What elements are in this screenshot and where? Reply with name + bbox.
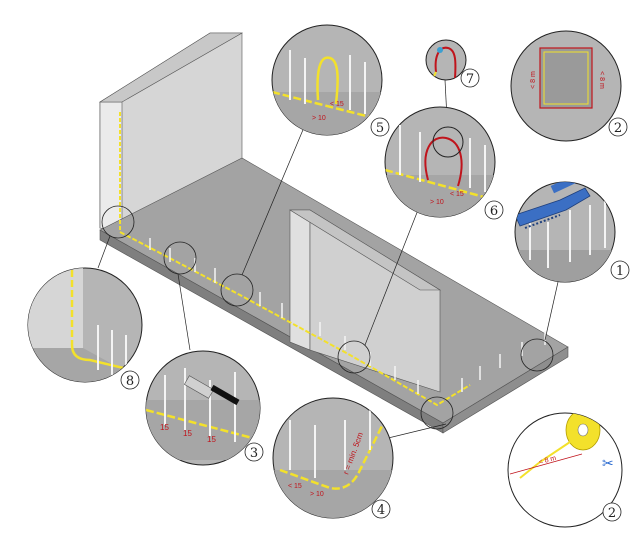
- callout-4-number: 4: [377, 503, 385, 518]
- hammer-dim-2: 15: [183, 429, 192, 438]
- detail-1: [514, 181, 616, 283]
- detail-3: 15 15 15: [145, 350, 261, 466]
- callout-1-number: 1: [616, 264, 624, 279]
- detail-2a: < 8 m < 8 m: [510, 30, 622, 142]
- connector-dim-1: < 15: [450, 191, 464, 198]
- callout-5-number: 5: [376, 121, 384, 136]
- loop-dim-1: < 15: [330, 101, 344, 108]
- main-scene: [97, 32, 569, 441]
- detail-6: < 15 > 10: [384, 106, 496, 218]
- hammer-dim-3: 15: [207, 435, 216, 444]
- callout-2a-number: 2: [614, 121, 622, 136]
- tool-icon: [515, 187, 591, 227]
- front-wall-top: [288, 209, 442, 291]
- hammer-dim-1: 15: [160, 423, 169, 432]
- callout-7-number: 7: [466, 72, 474, 87]
- detail-7: [425, 39, 467, 81]
- plan-dim-left: < 8 m: [530, 71, 537, 89]
- callout-3-number: 3: [250, 446, 258, 461]
- scissors-icon: ✂: [602, 455, 614, 471]
- callout-8-number: 8: [126, 374, 134, 389]
- back-wall-side: [99, 101, 123, 233]
- detail-5: < 15 > 10: [271, 24, 383, 136]
- plan-dim-right: < 8 m: [598, 71, 605, 89]
- corner-dim-2: > 10: [310, 491, 324, 498]
- callout-6-number: 6: [490, 204, 498, 219]
- detail-2b: < 8 m ✂: [507, 412, 623, 528]
- slab-right: [442, 346, 569, 434]
- callout-2b-number: 2: [608, 506, 616, 521]
- slab-tape: [119, 231, 471, 407]
- corner-dim-1: < 15: [288, 483, 302, 490]
- detail-8: [27, 267, 143, 383]
- loop-dim-2: > 10: [312, 115, 326, 122]
- connector-icon: [437, 47, 443, 53]
- scene-markers: [101, 205, 554, 430]
- back-wall-top: [98, 32, 244, 103]
- hammer-icon: [183, 375, 215, 399]
- spool-dim: < 8 m: [538, 455, 557, 466]
- connector-dim-2: > 10: [430, 199, 444, 206]
- front-wall-face: [289, 209, 311, 351]
- detail-4: r = min. 5cm < 15 > 10: [272, 397, 394, 519]
